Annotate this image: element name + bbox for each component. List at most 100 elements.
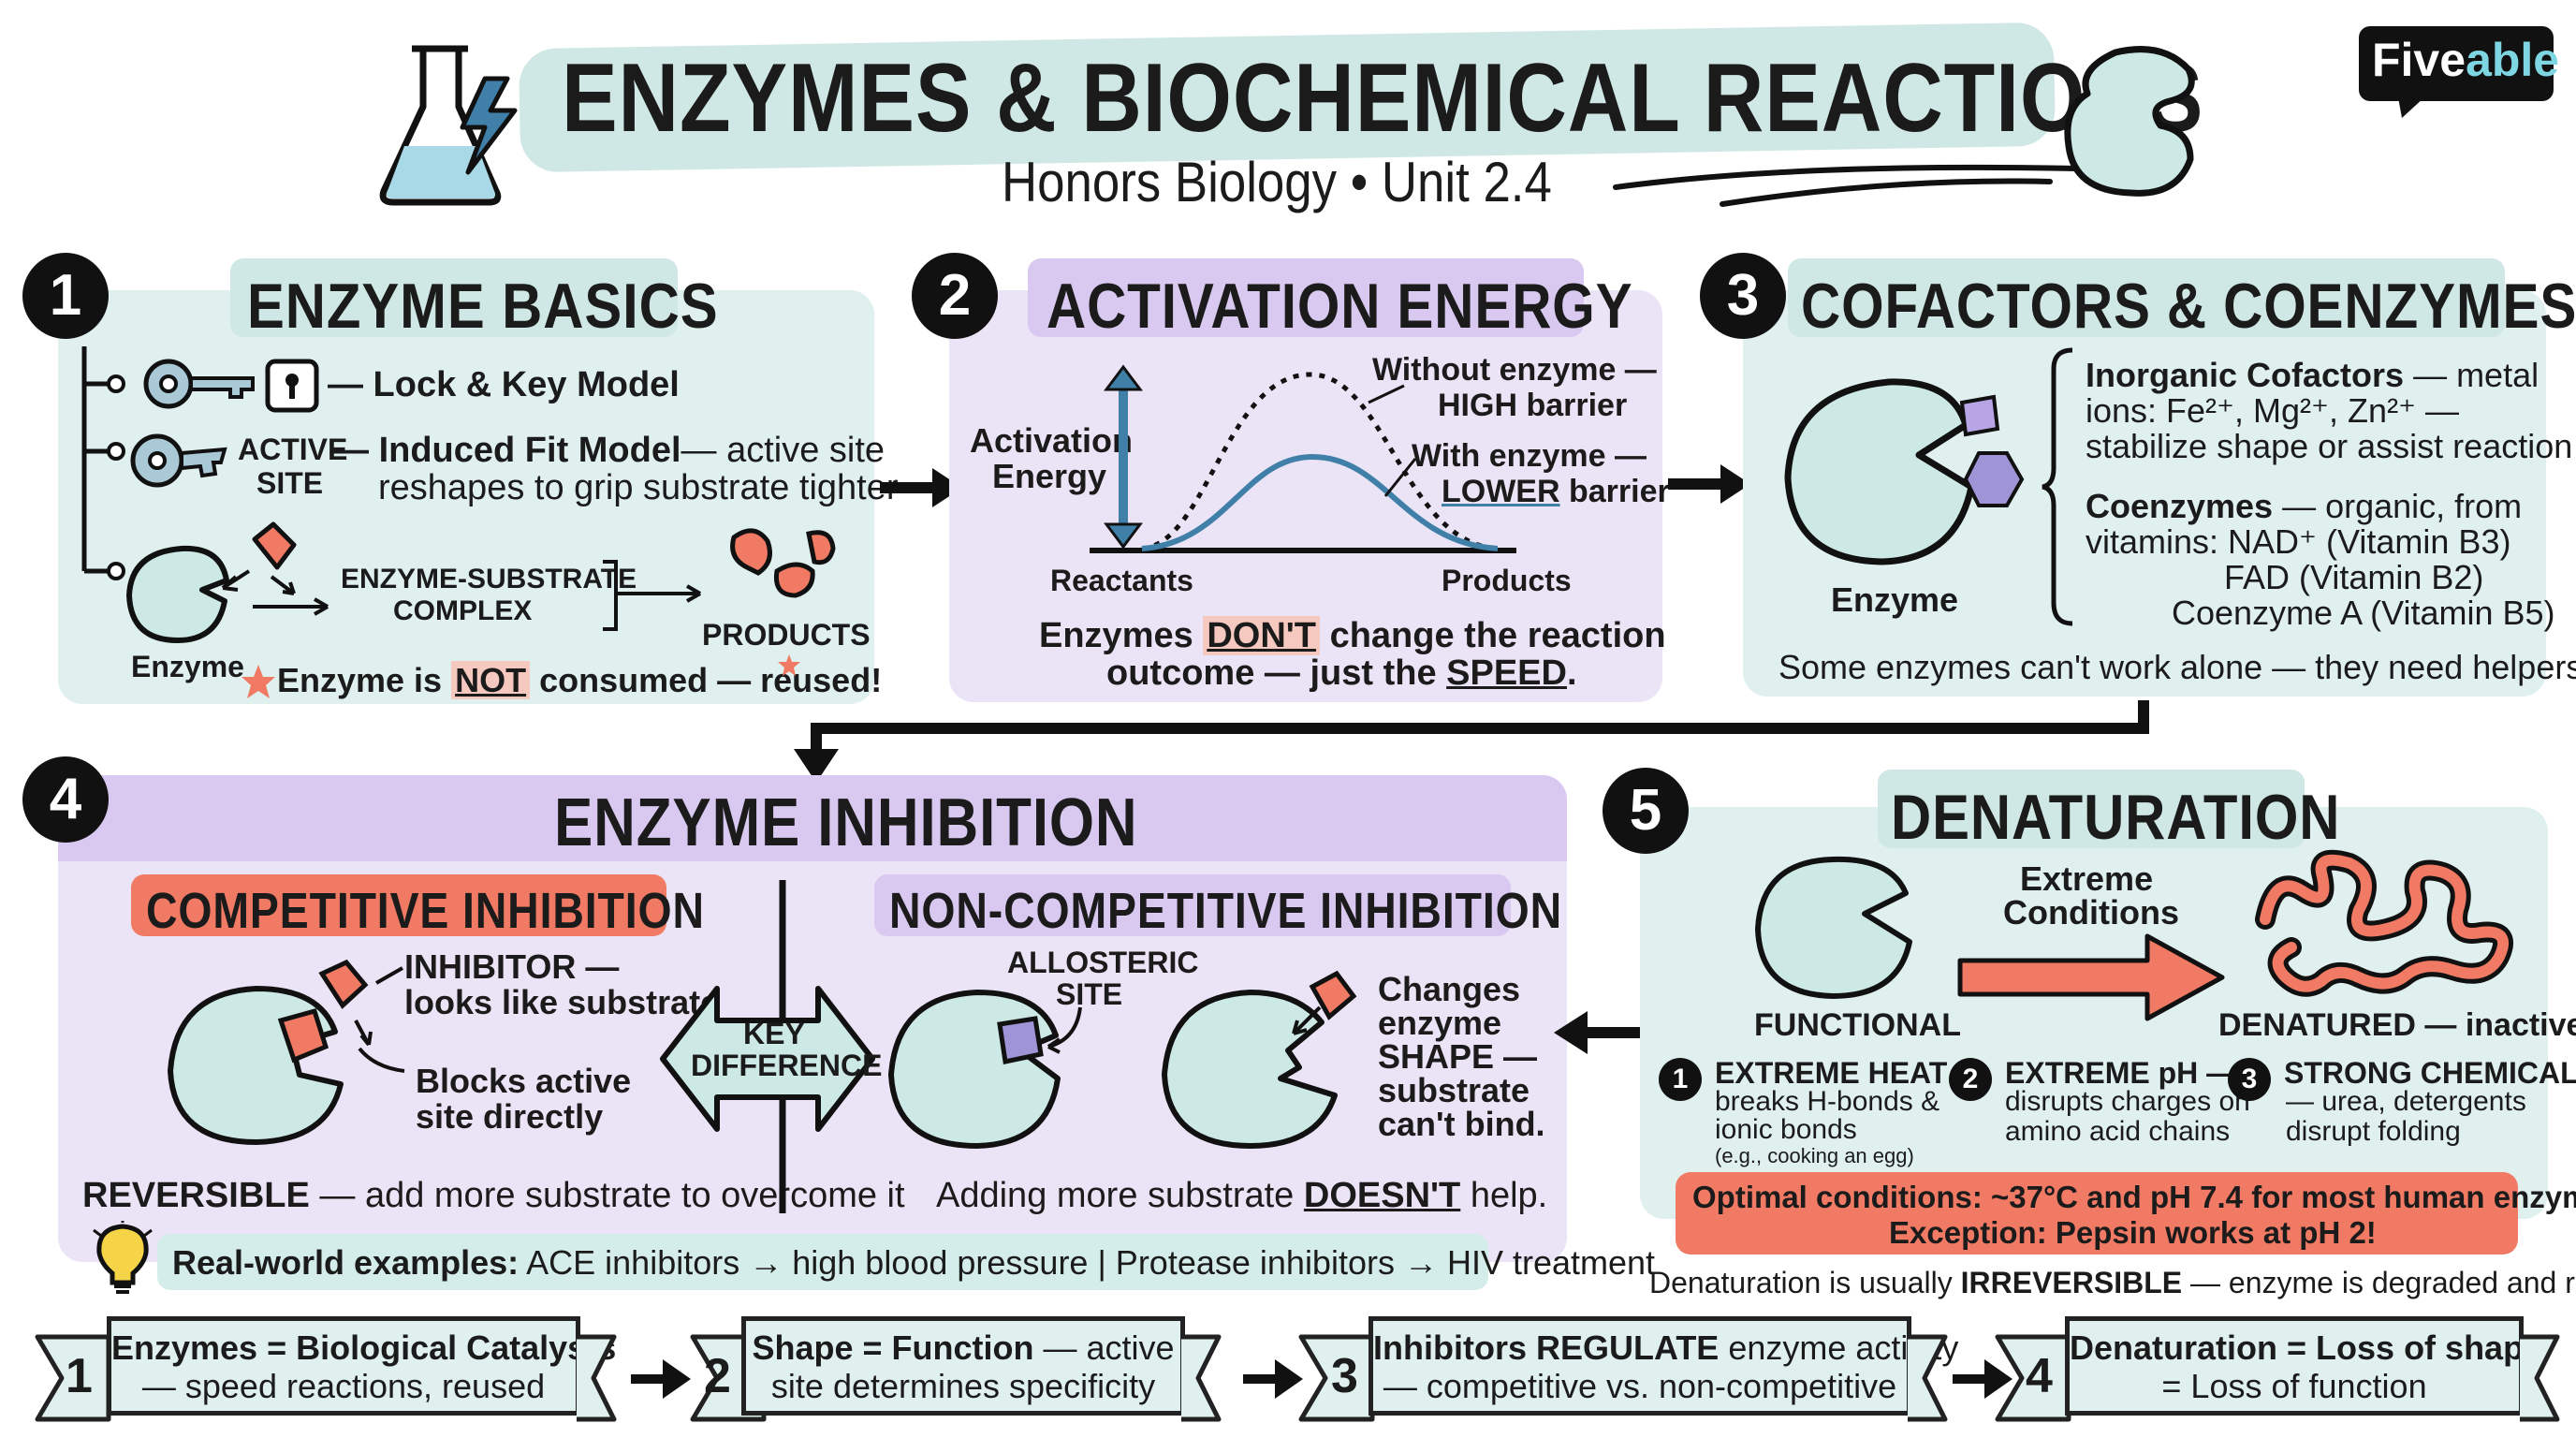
induced-fit-bold: Induced Fit Model	[378, 431, 681, 470]
distorted-enzyme-icon	[1162, 990, 1338, 1149]
page-subtitle: Honors Biology • Unit 2.4	[1002, 151, 1552, 213]
cofactor-hexagon-icon	[1963, 451, 2025, 507]
coenzyme-line-4: Coenzyme A (Vitamin B5)	[2172, 594, 2555, 632]
enzyme-blob-icon	[2064, 46, 2195, 197]
note-dont: DON'T	[1203, 616, 1321, 655]
examples-text: Real-world examples: ACE inhibitors → hi…	[172, 1243, 1656, 1282]
activation-y-label-1: Activation	[970, 421, 1134, 460]
cofactor-square-icon	[1959, 394, 2000, 437]
complex-label-1: ENZYME-SUBSTRATE	[341, 564, 637, 594]
induced-fit-rest-2: reshapes to grip substrate tighter	[378, 468, 899, 507]
ribbon-2-prefix: — active	[1033, 1328, 1175, 1367]
denatured-label: DENATURED — inactive	[2218, 1007, 2576, 1043]
factor-number-2: 2	[1949, 1058, 1992, 1101]
ribbon-number-3: 3	[1331, 1349, 1358, 1403]
irreversible-bold: IRREVERSIBLE	[1960, 1266, 2183, 1299]
factor-3-title: STRONG CHEMICALS	[2284, 1056, 2576, 1090]
ribbon-3-rest: — competitive vs. non-competitive	[1383, 1367, 1897, 1406]
connector-3-to-4	[794, 700, 2149, 783]
cofactor-enzyme-icon	[1784, 378, 1975, 565]
ribbon-tail-3	[1298, 1334, 1375, 1422]
brand-text-a: Five	[2372, 34, 2466, 86]
competitive-header: COMPETITIVE INHIBITION	[131, 874, 704, 939]
inorganic-bold: Inorganic Cofactors	[2086, 356, 2405, 394]
functional-label: FUNCTIONAL	[1754, 1007, 1961, 1043]
ribbon-end-3	[1908, 1334, 1948, 1422]
basics-enzyme-label: Enzyme	[131, 650, 244, 683]
ribbon-1-bold: Enzymes = Biological Catalysts	[111, 1328, 617, 1367]
changes-line-1: Changes	[1378, 970, 1521, 1008]
competitive-leaders	[354, 966, 405, 1073]
allosteric-label-1: ALLOSTERIC	[1007, 946, 1199, 979]
note-not: NOT	[451, 661, 531, 699]
coenzyme-bold: Coenzymes	[2086, 487, 2274, 525]
products-axis-label: Products	[1442, 564, 1572, 597]
arrow-2-to-3	[1668, 464, 1750, 504]
lock-icon	[265, 359, 319, 413]
cofactors-note: Some enzymes can't work alone — they nee…	[1778, 648, 2576, 686]
ribbon-number-2: 2	[704, 1349, 731, 1403]
key-difference-arrow	[660, 986, 875, 1132]
induced-fit-text: — Induced Fit Model— active site	[333, 431, 886, 470]
cofactor-brace	[2042, 347, 2073, 626]
ribbon-4: Denaturation = Loss of shape= Loss of fu…	[2065, 1316, 2542, 1416]
basics-substrate-icon	[252, 521, 297, 570]
step-number-3: 3	[1700, 253, 1786, 339]
activation-note-2: outcome — just the SPEED.	[1106, 653, 1577, 693]
inhibition-title-bar	[58, 775, 1567, 861]
examples-bold: Real-world examples:	[172, 1243, 520, 1282]
inhibitor-label-2: looks like substrate	[404, 983, 720, 1021]
active-site-label-1: ACTIVE	[238, 433, 348, 466]
star-small-icon	[778, 654, 800, 676]
blocked-substrate-icon	[1309, 970, 1357, 1020]
key-difference-label-2: DIFFERENCE	[691, 1049, 883, 1082]
ribbon-2-bold: Shape = Function	[752, 1328, 1034, 1367]
activation-energy-chart	[1090, 364, 1516, 553]
coenzyme-line-2: vitamins: NAD⁺ (Vitamin B3)	[2086, 522, 2511, 561]
without-label-1: Without enzyme —	[1372, 352, 1657, 388]
panel-title-basics: ENZYME BASICS	[230, 258, 718, 342]
changes-line-5: can't bind.	[1378, 1105, 1545, 1143]
allosteric-label-2: SITE	[1056, 977, 1123, 1011]
step-number-1: 1	[22, 253, 109, 339]
ribbon-arrow-1	[631, 1359, 691, 1399]
with-enzyme-curve	[1141, 453, 1499, 551]
panel-title-cofactors: COFACTORS & COENZYMES	[1788, 258, 2576, 342]
star-icon	[242, 665, 275, 698]
complex-label-2: COMPLEX	[393, 595, 533, 626]
ribbon-end-1	[577, 1334, 617, 1422]
ribbon-3-bold: Inhibitors REGULATE	[1373, 1328, 1720, 1367]
with-label-1: With enzyme —	[1412, 438, 1647, 474]
products-label: PRODUCTS	[702, 618, 871, 652]
factor-2-title: EXTREME pH —	[2005, 1056, 2237, 1090]
coenzyme-line-3: FAD (Vitamin B2)	[2224, 558, 2484, 596]
ribbon-tail-4	[1995, 1334, 2071, 1422]
complex-bracket	[603, 560, 701, 631]
arrow-1-to-2	[880, 468, 962, 507]
coenzyme-line-1: Coenzymes — organic, from	[2086, 487, 2523, 525]
blocks-label-2: site directly	[416, 1097, 604, 1136]
factor-1-title: EXTREME HEAT —	[1715, 1056, 1986, 1090]
inhibitor-label-1: INHIBITOR —	[404, 947, 620, 986]
optimal-line-2: Exception: Pepsin works at pH 2!	[1889, 1215, 2377, 1250]
ribbon-3: Inhibitors REGULATE enzyme activity— com…	[1368, 1316, 1958, 1416]
step-number-5: 5	[1603, 768, 1689, 854]
ribbon-2-rest: site determines specificity	[770, 1367, 1156, 1406]
lock-key-label: — Lock & Key Model	[328, 365, 680, 404]
reversible-text: REVERSIBLE — add more substrate to overc…	[82, 1176, 905, 1215]
changes-line-2: enzyme	[1378, 1004, 1502, 1042]
without-enzyme-curve	[1141, 372, 1499, 551]
changes-line-3: SHAPE —	[1378, 1037, 1538, 1076]
lightbulb-icon	[93, 1221, 153, 1294]
factor-1-line-2: ionic bonds	[1715, 1114, 1857, 1145]
panel-title-inhibition: ENZYME INHIBITION	[554, 785, 1138, 860]
basics-arrows	[221, 569, 329, 616]
factor-2-line-1: disrupts charges on	[2005, 1086, 2250, 1117]
ribbon-end-2	[1181, 1334, 1222, 1422]
key-induced-icon	[130, 433, 227, 488]
factor-1-small: (e.g., cooking an egg)	[1715, 1144, 1914, 1167]
functional-enzyme-icon	[1755, 856, 1912, 999]
active-site-label-2: SITE	[256, 466, 324, 500]
ribbon-arrow-3	[1953, 1359, 2012, 1399]
reactants-label: Reactants	[1050, 564, 1193, 597]
